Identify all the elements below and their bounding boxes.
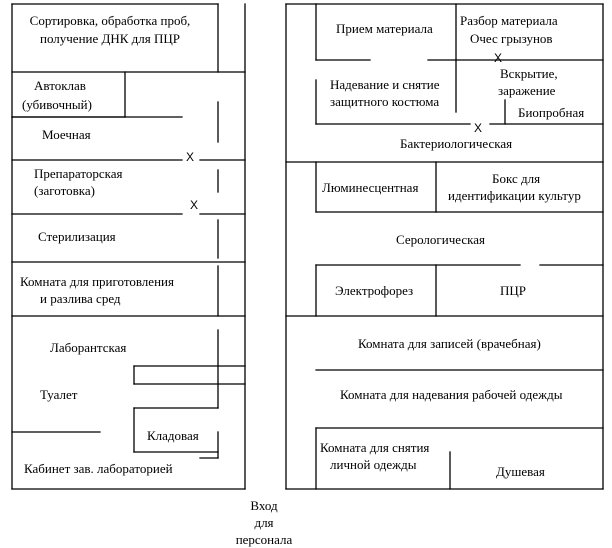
room-shower: Душевая — [496, 464, 545, 479]
room-preparation-line2: (заготовка) — [34, 183, 95, 198]
room-lab-assistant: Лаборантская — [50, 340, 126, 355]
room-luminescent: Люминесцентная — [322, 180, 418, 195]
room-storeroom: Кладовая — [147, 428, 199, 443]
room-sorting-line1: Сортировка, обработка проб, — [30, 13, 191, 28]
room-electrophoresis: Электрофорез — [335, 283, 413, 298]
room-toilet: Туалет — [40, 387, 78, 402]
room-autoclave-line2: (убивочный) — [22, 97, 92, 112]
room-head-office: Кабинет зав. лабораторией — [24, 461, 173, 476]
room-culture-box-line1: Бокс для — [492, 171, 540, 186]
entrance-line2: для — [254, 515, 273, 530]
door-mark-autopsy: X — [474, 121, 482, 135]
room-bioassay: Биопробная — [518, 105, 584, 120]
room-serology: Серологическая — [396, 232, 485, 247]
room-material-intake: Прием материала — [336, 21, 433, 36]
room-bacteriology: Бактериологическая — [400, 136, 512, 151]
room-autopsy-line1: Вскрытие, — [500, 66, 558, 81]
room-undressing-line2: личной одежды — [330, 457, 417, 472]
room-sterilization: Стерилизация — [38, 229, 116, 244]
room-suit-line1: Надевание и снятие — [330, 77, 440, 92]
room-culture-box-line2: идентификации культур — [448, 188, 581, 203]
room-suit-line2: защитного костюма — [330, 94, 439, 109]
door-mark-preparation: X — [190, 198, 198, 212]
room-media-line1: Комната для приготовления — [20, 274, 174, 289]
room-sorting-line2: получение ДНК для ПЦР — [40, 31, 180, 46]
door-mark-washroom: X — [186, 150, 194, 164]
room-autoclave-line1: Автоклав — [34, 78, 86, 93]
right-wing-walls — [285, 3, 604, 490]
room-media-line2: и разлива сред — [40, 291, 121, 306]
room-pcr: ПЦР — [500, 283, 526, 298]
room-dressing: Комната для надевания рабочей одежды — [340, 387, 563, 402]
room-washroom: Моечная — [42, 127, 91, 142]
room-material-sorting-line1: Разбор материала — [460, 13, 558, 28]
room-autopsy-line2: заражение — [498, 83, 556, 98]
room-material-sorting-line2: Очес грызунов — [470, 31, 553, 46]
room-records: Комната для записей (врачебная) — [358, 336, 541, 351]
left-wing-walls — [11, 3, 246, 490]
room-preparation-line1: Препараторская — [34, 166, 122, 181]
entrance-line1: Вход — [250, 498, 278, 513]
room-undressing-line1: Комната для снятия — [320, 440, 429, 455]
door-mark-material-sorting: X — [494, 51, 502, 65]
entrance-line3: персонала — [236, 532, 293, 547]
